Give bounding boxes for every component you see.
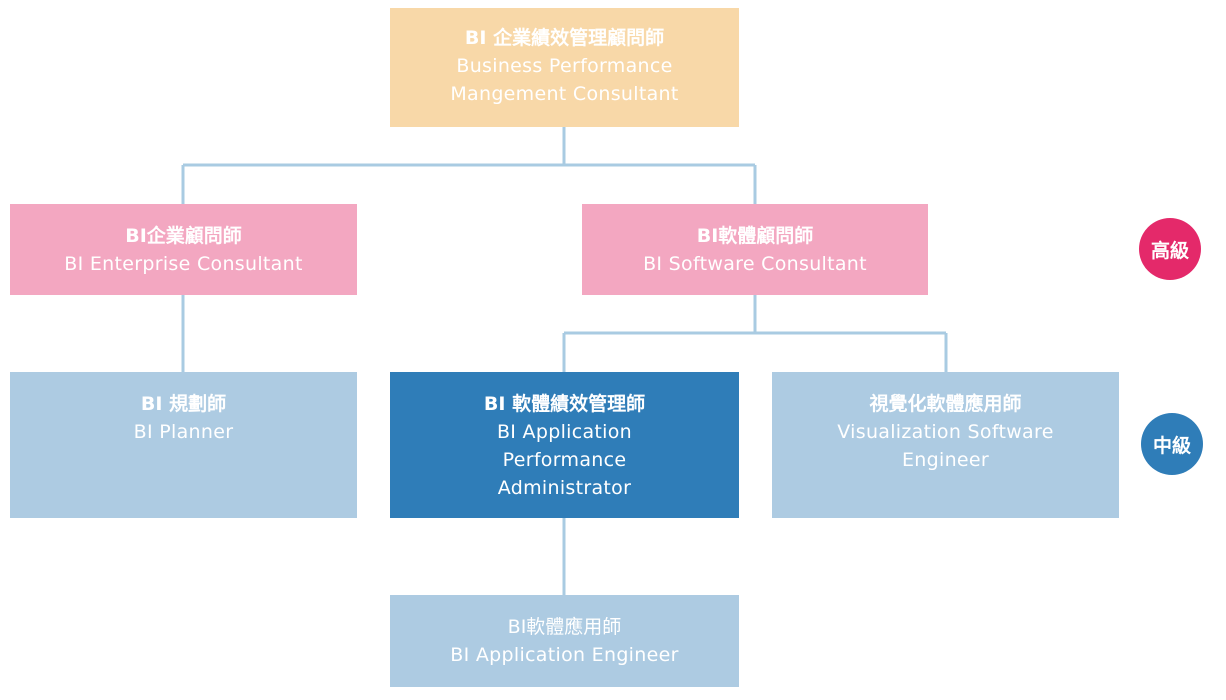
node-title-en-line2: Engineer	[901, 449, 990, 471]
node-title-en-line1: BI Application	[496, 421, 633, 443]
node-title-zh: BI軟體應用師	[507, 616, 622, 638]
node-bi-planner: BI 規劃師 BI Planner	[10, 372, 357, 518]
node-title-en: BI Planner	[133, 421, 234, 443]
node-title-en-line1: Business Performance	[456, 55, 673, 77]
node-title-zh: BI企業顧問師	[125, 225, 242, 247]
node-title-zh: BI 軟體績效管理師	[483, 393, 646, 415]
level-badge-mid: 中級	[1141, 413, 1203, 475]
node-bi-performance-management-consultant: BI 企業績效管理顧問師 Business Performance Mangem…	[390, 8, 739, 127]
node-bi-enterprise-consultant: BI企業顧問師 BI Enterprise Consultant	[10, 204, 357, 295]
node-title-en-line1: Visualization Software	[837, 421, 1054, 443]
node-title-en-line2: Performance	[502, 449, 627, 471]
node-bi-application-performance-administrator: BI 軟體績效管理師 BI Application Performance Ad…	[390, 372, 739, 518]
node-title-zh: BI 企業績效管理顧問師	[464, 27, 665, 49]
node-visualization-software-engineer: 視覺化軟體應用師 Visualization Software Engineer	[772, 372, 1119, 518]
node-title-en-line3: Administrator	[497, 477, 632, 499]
node-bi-application-engineer: BI軟體應用師 BI Application Engineer	[390, 595, 739, 687]
node-title-zh: 視覺化軟體應用師	[869, 393, 1022, 415]
node-title-zh: BI 規劃師	[140, 393, 227, 415]
level-badge-senior: 高級	[1139, 218, 1201, 280]
node-title-zh: BI軟體顧問師	[696, 225, 814, 247]
node-title-en: BI Enterprise Consultant	[64, 253, 303, 275]
node-title-en: BI Software Consultant	[643, 253, 867, 275]
node-bi-software-consultant: BI軟體顧問師 BI Software Consultant	[582, 204, 928, 295]
node-title-en: BI Application Engineer	[450, 644, 679, 666]
node-title-en-line2: Mangement Consultant	[450, 83, 679, 105]
